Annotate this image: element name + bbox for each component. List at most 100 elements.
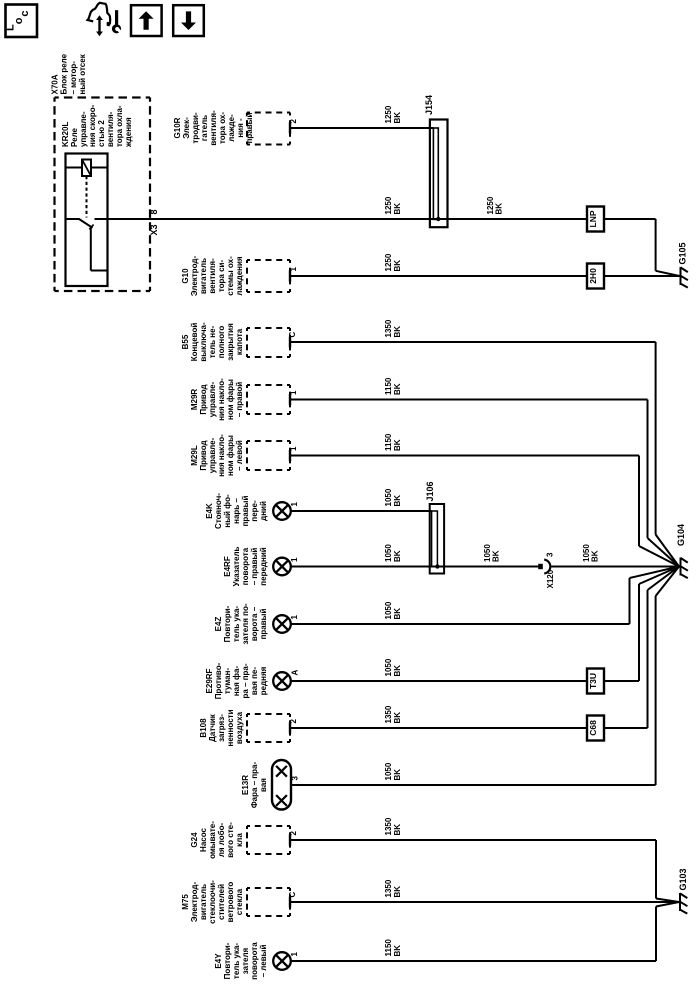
- svg-text:BK: BK: [393, 203, 402, 215]
- svg-text:вигатель: вигатель: [199, 884, 208, 920]
- svg-text:E4Z: E4Z: [214, 617, 223, 632]
- svg-text:ждения: ждения: [124, 117, 133, 148]
- svg-text:Концевой: Концевой: [190, 323, 199, 362]
- svg-text:1050: 1050: [483, 544, 492, 562]
- svg-text:ния -: ния -: [236, 118, 245, 138]
- svg-text:BK: BK: [393, 886, 402, 898]
- svg-text:нарь –: нарь –: [232, 498, 241, 524]
- svg-text:выключа-: выключа-: [199, 322, 208, 362]
- svg-text:пере-: пере-: [250, 500, 259, 522]
- svg-text:управле-: управле-: [208, 381, 217, 417]
- svg-text:Противо-: Противо-: [214, 662, 223, 699]
- svg-text:3: 3: [546, 552, 555, 557]
- svg-text:M29R: M29R: [190, 389, 199, 411]
- svg-text:капота: капота: [235, 328, 244, 355]
- svg-text:1: 1: [289, 390, 298, 395]
- svg-text:BK: BK: [393, 712, 402, 724]
- svg-text:BK: BK: [393, 260, 402, 272]
- svg-text:1050: 1050: [384, 488, 393, 506]
- svg-text:Привод: Привод: [199, 384, 208, 414]
- svg-text:X70A: X70A: [51, 74, 60, 94]
- svg-text:BK: BK: [393, 824, 402, 836]
- svg-text:1050: 1050: [582, 544, 591, 562]
- svg-text:ный отсек: ный отсек: [78, 53, 87, 94]
- svg-text:дний: дний: [259, 501, 268, 521]
- svg-text:Датчик: Датчик: [208, 713, 217, 742]
- svg-text:BK: BK: [393, 112, 402, 124]
- svg-text:1: 1: [290, 557, 299, 562]
- svg-text:1250: 1250: [486, 196, 495, 214]
- svg-text:G24: G24: [190, 832, 199, 848]
- svg-text:c: c: [19, 10, 31, 16]
- svg-text:G105: G105: [678, 242, 688, 264]
- svg-text:гатель: гатель: [200, 115, 209, 141]
- svg-text:C68: C68: [588, 720, 598, 736]
- svg-text:1050: 1050: [384, 601, 393, 619]
- svg-text:Элек-: Элек-: [182, 117, 191, 139]
- svg-text:o: o: [13, 17, 25, 24]
- svg-text:B108: B108: [199, 718, 208, 738]
- svg-text:ненности: ненности: [226, 709, 235, 746]
- svg-text:тора ох-: тора ох-: [218, 112, 227, 144]
- svg-text:1: 1: [289, 267, 298, 272]
- svg-text:1050: 1050: [384, 658, 393, 676]
- svg-text:C: C: [288, 332, 297, 338]
- svg-text:Реле: Реле: [70, 127, 79, 147]
- svg-text:редняя: редняя: [259, 666, 268, 695]
- svg-text:ном фары: ном фары: [226, 379, 235, 420]
- svg-text:ный фо-: ный фо-: [223, 494, 232, 528]
- svg-text:Электрод-: Электрод-: [190, 256, 199, 297]
- svg-text:ния накло-: ния накло-: [217, 434, 226, 477]
- svg-text:X3: X3: [149, 224, 159, 235]
- svg-text:– правой: – правой: [235, 382, 244, 418]
- svg-text:тель ука-: тель ука-: [232, 943, 241, 979]
- svg-text:стекла: стекла: [235, 888, 244, 915]
- svg-text:1350: 1350: [384, 879, 393, 897]
- svg-text:Привод: Привод: [199, 440, 208, 470]
- svg-text:Насос: Насос: [199, 827, 208, 851]
- svg-text:– левой: – левой: [235, 440, 244, 471]
- svg-text:G10: G10: [181, 268, 190, 284]
- svg-text:Стояноч-: Стояноч-: [214, 493, 223, 529]
- svg-text:Электрод-: Электрод-: [190, 882, 199, 923]
- svg-text:ля лобо-: ля лобо-: [217, 823, 226, 858]
- svg-text:1350: 1350: [384, 319, 393, 337]
- svg-text:G10R: G10R: [173, 117, 182, 138]
- svg-text:1050: 1050: [384, 762, 393, 780]
- svg-text:BK: BK: [393, 550, 402, 562]
- svg-text:– левый: – левый: [259, 945, 268, 978]
- svg-text:ворота –: ворота –: [250, 606, 259, 641]
- svg-text:стемы ох-: стемы ох-: [226, 256, 235, 296]
- svg-text:A: A: [291, 670, 300, 676]
- svg-text:стителей: стителей: [217, 884, 226, 920]
- svg-text:ном фары: ном фары: [226, 435, 235, 476]
- svg-text:E4Y: E4Y: [214, 953, 223, 969]
- svg-text:1: 1: [290, 952, 299, 957]
- svg-text:E4K: E4K: [205, 503, 214, 519]
- svg-text:T3U: T3U: [588, 673, 598, 689]
- svg-text:– мотор-: – мотор-: [69, 61, 78, 95]
- svg-text:вентиля-: вентиля-: [209, 110, 218, 146]
- svg-text:BK: BK: [492, 550, 501, 562]
- svg-text:вая: вая: [259, 778, 268, 792]
- svg-text:ра – пра-: ра – пра-: [241, 663, 250, 698]
- svg-text:M29L: M29L: [190, 445, 199, 466]
- svg-text:G103: G103: [678, 868, 688, 890]
- svg-text:1050: 1050: [384, 544, 393, 562]
- svg-text:E13R: E13R: [241, 775, 250, 795]
- svg-text:1: 1: [289, 446, 298, 451]
- svg-text:тель не-: тель не-: [208, 325, 217, 358]
- svg-text:управле-: управле-: [208, 437, 217, 473]
- svg-text:полного: полного: [217, 326, 226, 359]
- svg-text:тора си-: тора си-: [217, 260, 226, 293]
- svg-text:лажде-: лажде-: [227, 114, 236, 142]
- svg-text:поворота: поворота: [250, 942, 259, 980]
- svg-text:C: C: [288, 892, 297, 898]
- svg-text:J106: J106: [425, 481, 435, 501]
- svg-text:1350: 1350: [384, 705, 393, 723]
- svg-text:вентиля-: вентиля-: [106, 111, 115, 147]
- svg-text:8: 8: [149, 209, 159, 214]
- svg-text:1150: 1150: [384, 377, 393, 395]
- svg-text:BK: BK: [393, 769, 402, 781]
- svg-text:1150: 1150: [384, 939, 393, 957]
